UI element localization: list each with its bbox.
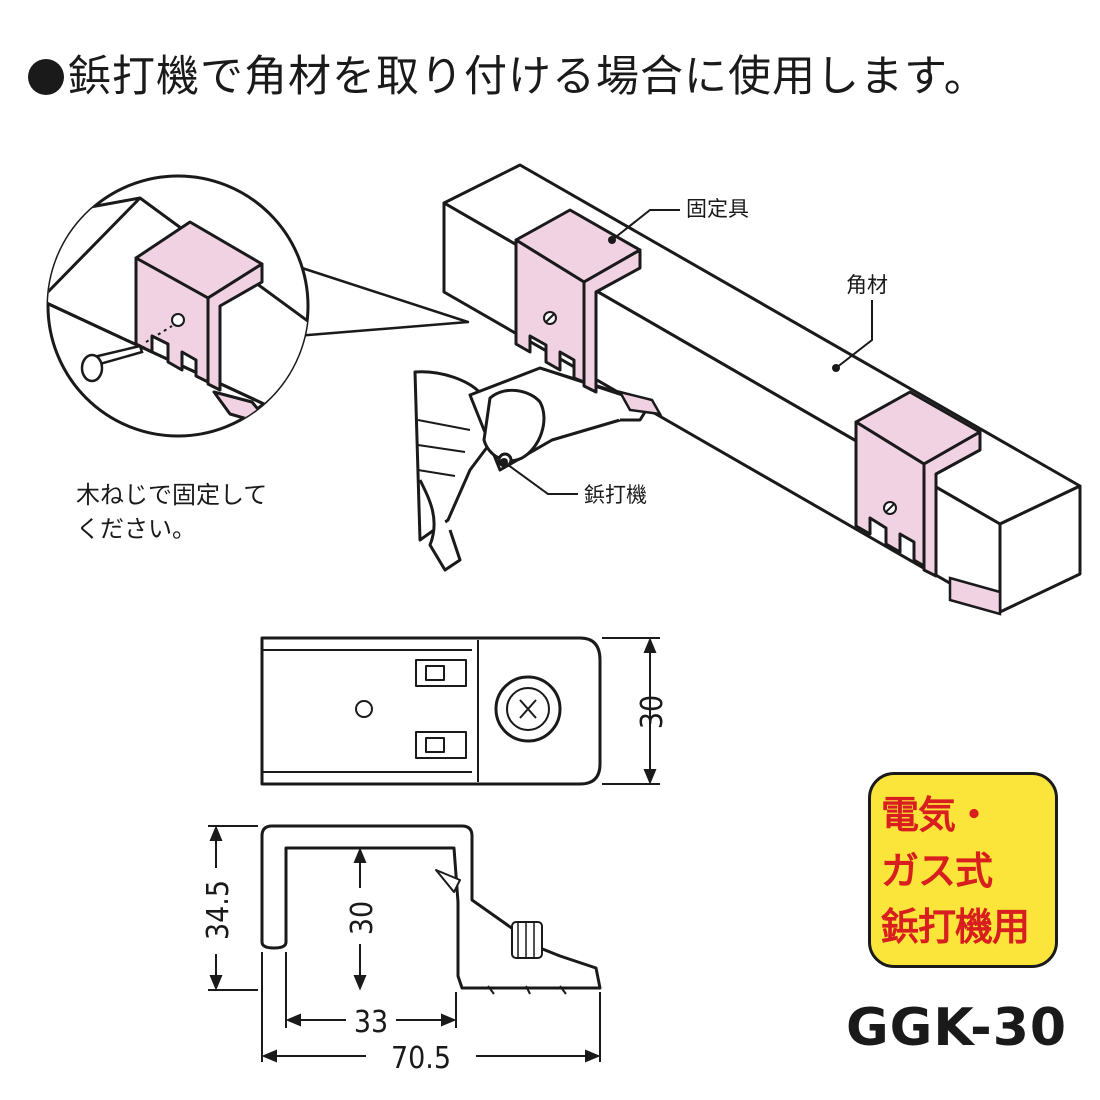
dim-side-inner-width: 33 xyxy=(354,1005,388,1040)
label-fixture: 固定具 xyxy=(686,197,749,221)
leader-dot-lumber xyxy=(832,364,840,372)
dim-label-bg xyxy=(366,1040,476,1072)
dim-label-bg xyxy=(346,1004,396,1036)
top-view-dimension xyxy=(602,637,660,785)
top-view-drawing xyxy=(260,636,602,786)
badge-text: 電気・ ガス式 鋲打機用 xyxy=(881,793,1030,949)
headline-text: 鋲打機で角材を取り付ける場合に使用します。 xyxy=(68,52,988,102)
screw-note: 木ねじで固定して ください。 xyxy=(76,481,268,543)
label-nailer: 鋲打機 xyxy=(584,483,647,507)
model-number: GGK-30 xyxy=(846,998,1068,1058)
side-view-drawing xyxy=(260,824,602,995)
dim-top-view-width: 30 xyxy=(635,695,670,729)
detail-callout xyxy=(46,174,470,438)
leader-dot-fixture xyxy=(608,236,616,244)
headline: 鋲打機で角材を取り付ける場合に使用します。 xyxy=(28,56,988,99)
label-square-lumber: 角材 xyxy=(846,273,888,297)
leader-dot-nailer xyxy=(500,458,508,466)
dim-side-inner-height: 30 xyxy=(345,901,380,935)
dim-side-overall-height: 34.5 xyxy=(201,880,236,940)
nailer-tool xyxy=(413,366,652,572)
nailer-type-badge: 電気・ ガス式 鋲打機用 xyxy=(868,772,1058,968)
dim-label-bg xyxy=(344,888,378,944)
dim-label-bg xyxy=(196,868,236,954)
leaders xyxy=(503,209,873,495)
fixture-bracket-1 xyxy=(514,208,642,394)
bullet-icon xyxy=(28,59,64,95)
fixture-bracket-2 xyxy=(854,390,982,578)
dim-side-total-length: 70.5 xyxy=(391,1041,451,1076)
